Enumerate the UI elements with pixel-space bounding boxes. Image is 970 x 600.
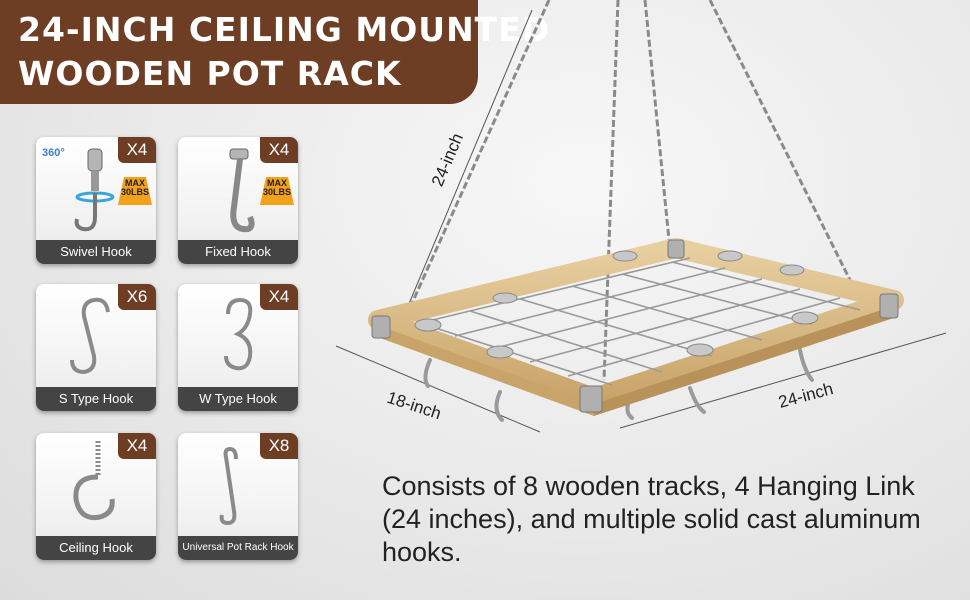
- hook-label: S Type Hook: [36, 387, 156, 411]
- title-line-1: 24-INCH CEILING MOUNTED: [18, 10, 551, 49]
- universal-hook-icon: [219, 446, 238, 526]
- width-dimension-line: [619, 332, 947, 429]
- rack-knobs: [414, 250, 819, 359]
- s-hook-icon: [70, 297, 110, 375]
- rack-grid: [419, 257, 861, 386]
- title-line-2: WOODEN POT RACK: [18, 54, 402, 93]
- rack-corner-caps: [371, 239, 899, 413]
- quantity-badge: X8: [260, 433, 298, 459]
- chain-dimension-line: [402, 9, 533, 319]
- hook-card-w-type: X4 W Type Hook: [178, 284, 298, 411]
- ceiling-hook-icon: [73, 441, 115, 521]
- fixed-hook-icon: [229, 148, 255, 233]
- quantity-badge: X4: [118, 433, 156, 459]
- hook-card-universal: X8 Universal Pot Rack Hook: [178, 433, 298, 560]
- weight-icon: [260, 177, 294, 205]
- hook-card-ceiling: X4 Ceiling Hook: [36, 433, 156, 560]
- hook-label: Ceiling Hook: [36, 536, 156, 560]
- hook-label: Fixed Hook: [178, 240, 298, 264]
- max-label: MAX: [267, 178, 287, 188]
- hook-label: Universal Pot Rack Hook: [178, 536, 298, 560]
- weight-icon: [118, 177, 152, 205]
- quantity-badge: X6: [118, 284, 156, 310]
- title-banner: 24-INCH CEILING MOUNTED WOODEN POT RACK: [0, 0, 551, 104]
- w-hook-icon: [224, 297, 253, 371]
- quantity-badge: X4: [260, 137, 298, 163]
- max-label: MAX: [125, 178, 145, 188]
- depth-dimension-line: [335, 345, 541, 433]
- hook-card-s-type: X6 S Type Hook: [36, 284, 156, 411]
- product-description: Consists of 8 wooden tracks, 4 Hanging L…: [382, 471, 921, 567]
- quantity-badge: X4: [260, 284, 298, 310]
- hook-label: W Type Hook: [178, 387, 298, 411]
- hook-label: Swivel Hook: [36, 240, 156, 264]
- quantity-badge: X4: [118, 137, 156, 163]
- weight-label: 30LBS: [120, 187, 149, 197]
- rotation-badge: 360°: [42, 147, 65, 159]
- weight-label: 30LBS: [262, 187, 291, 197]
- chains: [406, 0, 860, 381]
- swivel-hook-icon: [74, 148, 115, 232]
